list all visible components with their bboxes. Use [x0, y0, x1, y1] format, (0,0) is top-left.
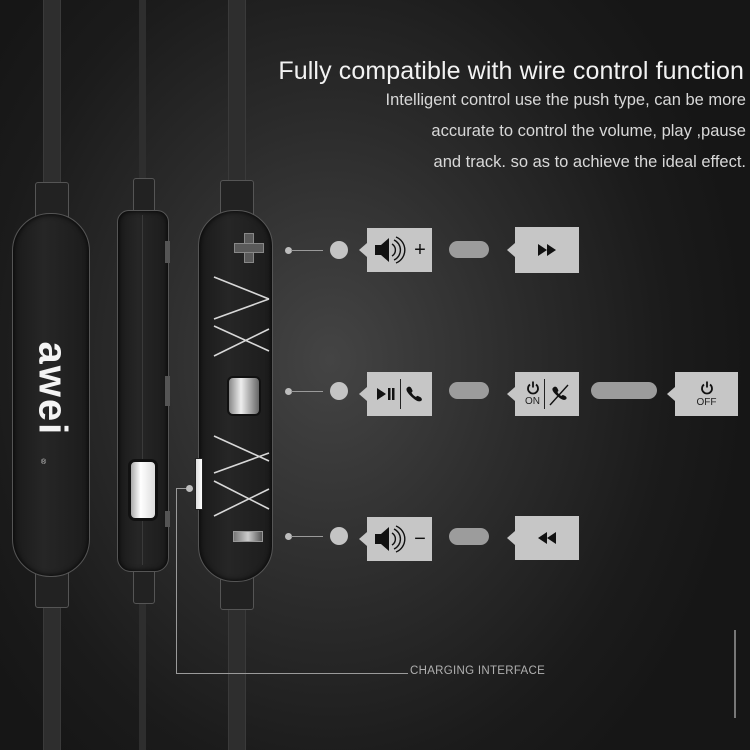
controller-back [198, 210, 273, 582]
description-line-2: accurate to control the volume, play ,pa… [431, 122, 746, 140]
decorative-x-lines-top [213, 276, 270, 357]
volume-down-symbol: − [414, 527, 426, 550]
charging-connector-bottom [176, 673, 408, 674]
charging-connector-top [176, 488, 186, 489]
controller-side [117, 210, 170, 572]
phone-hangup-icon [549, 384, 569, 406]
side-button-plus [165, 241, 170, 263]
rewind-icon [538, 532, 556, 544]
headline: Fully compatible with wire control funct… [278, 57, 744, 85]
on-label: ON [525, 396, 540, 407]
row-center-long-hold-pill [591, 382, 657, 399]
volume-up-icon [375, 236, 406, 264]
volume-down-box: − [359, 517, 432, 561]
power-on-hangup-box: ON [507, 372, 579, 416]
row-plus-hold-pill [449, 241, 489, 258]
decorative-x-lines-bottom [213, 435, 270, 517]
volume-down-icon [375, 525, 406, 553]
row-plus-anchor-dot [285, 247, 292, 254]
rewind-box [507, 516, 579, 560]
cable-front-top [43, 0, 61, 190]
row-minus-anchor-dot [285, 533, 292, 540]
brand-logo: awei [30, 341, 75, 437]
registered-mark: ® [41, 459, 47, 466]
volume-up-symbol: + [414, 238, 426, 261]
phone-answer-icon [406, 386, 422, 402]
play-pause-icon [377, 388, 395, 400]
divider [400, 379, 401, 409]
side-seam [142, 215, 143, 565]
cable-back-top [228, 0, 246, 185]
row-center-anchor-dot [285, 388, 292, 395]
power-icon [526, 381, 539, 395]
charging-connector-vertical [176, 488, 177, 673]
cable-side-top [139, 0, 146, 185]
volume-up-box: + [359, 228, 432, 272]
row-center-hold-pill [449, 382, 489, 399]
row-minus-connector [291, 536, 323, 537]
row-plus-connector [291, 250, 323, 251]
charging-interface-label: CHARGING INTERFACE [410, 665, 546, 677]
side-button-center [165, 376, 170, 406]
row-plus-press-dot [330, 241, 348, 259]
divider [544, 379, 545, 409]
cable-front-bottom [43, 600, 61, 750]
cable-side-bottom [139, 595, 146, 750]
play-call-box [359, 372, 432, 416]
description-line-1: Intelligent control use the push type, c… [385, 91, 746, 109]
fast-forward-icon [538, 244, 556, 256]
plus-button[interactable] [234, 233, 264, 263]
off-label: OFF [696, 396, 717, 408]
row-minus-hold-pill [449, 528, 489, 545]
row-center-connector [291, 391, 323, 392]
side-button-minus [165, 511, 170, 527]
multifunction-button[interactable] [227, 376, 261, 416]
charging-port [195, 458, 203, 510]
charging-anchor-dot [186, 485, 193, 492]
power-off-box: OFF [667, 372, 738, 416]
minus-button[interactable] [233, 531, 263, 542]
row-minus-press-dot [330, 527, 348, 545]
row-center-press-dot [330, 382, 348, 400]
decorative-vertical-line [734, 630, 736, 718]
power-icon [700, 381, 713, 394]
controller-front: awei ® [12, 213, 90, 577]
fast-forward-box [507, 227, 579, 273]
cable-back-bottom [228, 605, 246, 750]
usb-port [128, 459, 158, 521]
description-line-3: and track. so as to achieve the ideal ef… [433, 153, 746, 171]
